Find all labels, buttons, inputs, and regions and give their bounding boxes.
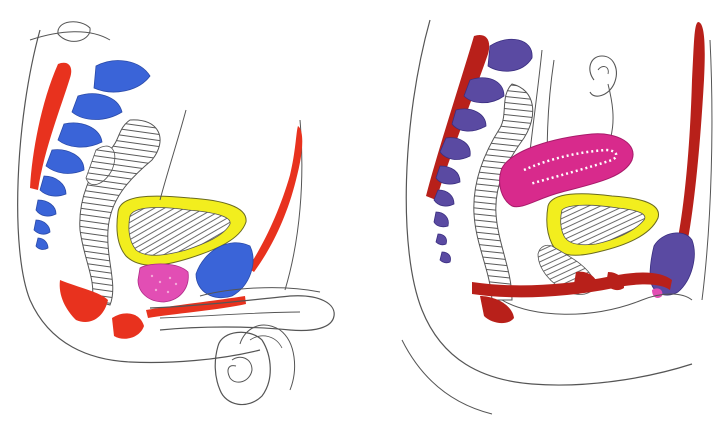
lower-body-curve (402, 340, 492, 414)
ovary-coil (590, 56, 617, 96)
spermatic-cord (240, 325, 295, 390)
testis-coil (228, 357, 252, 382)
prostate-pink (138, 264, 188, 302)
pubic-bone-purple (650, 233, 694, 295)
back-outline (30, 32, 110, 40)
male-pelvis-diagram (0, 0, 362, 424)
scrotum-outline (215, 332, 270, 404)
pelvic-floor-red-2 (112, 313, 144, 338)
fallopian-tube (608, 84, 613, 140)
ureter-line (160, 110, 186, 200)
abdominal-wall-red (676, 22, 705, 250)
female-pelvis-diagram (362, 0, 721, 424)
spermatic-cord-2 (250, 336, 282, 348)
ovary-inner (598, 67, 608, 74)
